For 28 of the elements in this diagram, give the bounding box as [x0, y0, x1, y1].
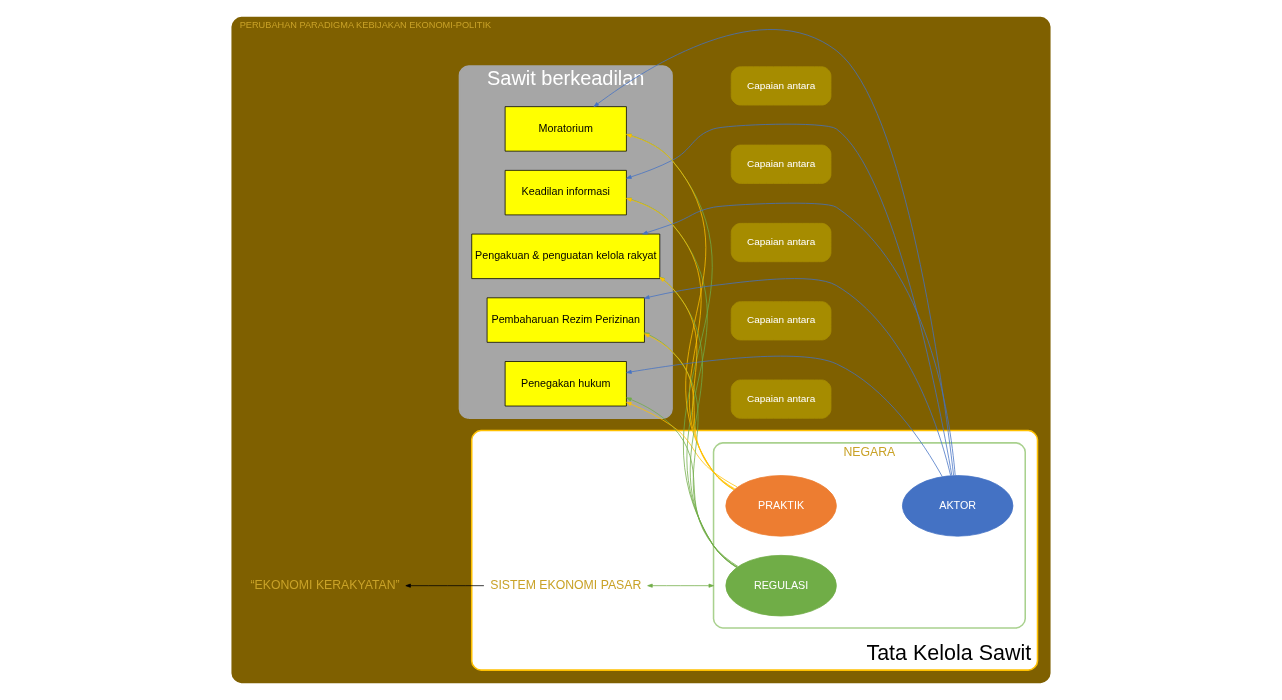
node-text: SISTEM EKONOMI PASAR	[490, 577, 642, 592]
arrow	[626, 197, 735, 491]
node-box: Capaian antara	[730, 66, 832, 106]
node-ellipse: REGULASI	[725, 554, 837, 617]
node-box: Moratorium	[504, 106, 627, 152]
arrow	[405, 583, 485, 588]
node-box: Capaian antara	[730, 301, 832, 341]
arrow	[626, 397, 739, 567]
node-ellipse: AKTOR	[902, 475, 1014, 537]
arrow	[593, 29, 954, 476]
arrow	[626, 133, 737, 568]
node-box: Capaian antara	[730, 144, 832, 184]
node-box: Pengakuan & penguatan kelola rakyat	[471, 233, 661, 279]
arrow	[626, 401, 738, 488]
arrow	[659, 276, 738, 568]
arrow	[626, 355, 943, 478]
node-box: Keadilan informasi	[504, 169, 627, 216]
arrow	[659, 277, 735, 490]
node-box: Capaian antara	[730, 379, 832, 419]
arrow	[626, 133, 735, 491]
node-box: Penegakan hukum	[504, 361, 627, 407]
node-ellipse: PRAKTIK	[725, 475, 837, 537]
arrow	[647, 583, 714, 588]
node-box: Capaian antara	[730, 222, 832, 263]
node-box: Pembaharuan Rezim Perizinan	[486, 297, 645, 343]
arrow	[626, 123, 953, 476]
arrow	[626, 197, 738, 568]
node-text: “EKONOMI KERAKYATAN”	[250, 577, 400, 592]
